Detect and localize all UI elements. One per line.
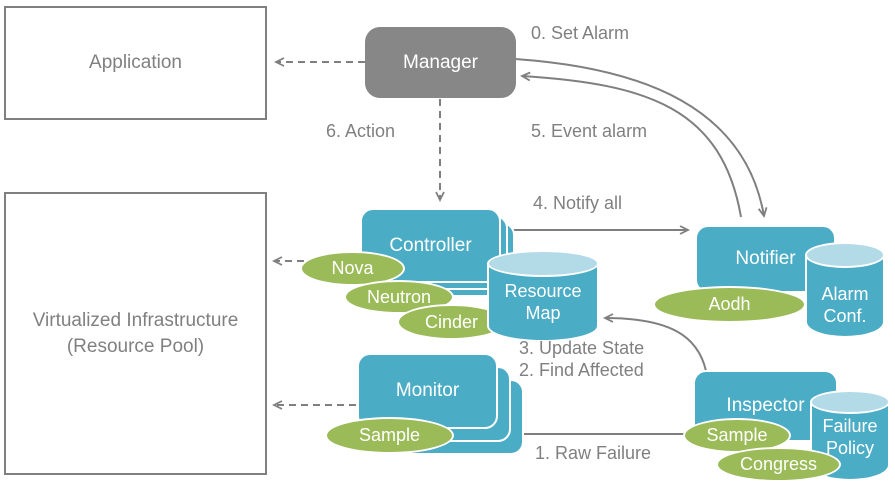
application-label: Application: [89, 52, 182, 73]
alarm-conf-body: [805, 255, 885, 338]
neutron-label: Neutron: [366, 286, 432, 307]
inspector-sample-label: Sample: [706, 425, 768, 445]
inspector-label: Inspector: [726, 395, 805, 416]
resource-map-top: [487, 250, 599, 277]
alarm-conf-label: Alarm Conf.: [821, 284, 869, 326]
failure-policy-cylinder: Failure Policy: [810, 390, 890, 481]
virtualized-infrastructure-box: Virtualized Infrastructure (Resource Poo…: [4, 192, 267, 475]
alarm-conf-cylinder: Alarm Conf.: [805, 242, 885, 338]
step-notify-all: 4. Notify all: [533, 193, 623, 213]
step-action: 6. Action: [326, 121, 396, 141]
arrow-set-alarm: [514, 58, 768, 218]
congress-label: Congress: [739, 454, 818, 474]
virtualized-infrastructure-label-line2: (Resource Pool): [66, 335, 205, 357]
failure-policy-label: Failure Policy: [822, 416, 878, 458]
manager-label: Manager: [403, 51, 478, 73]
cinder-label: Cinder: [424, 311, 479, 332]
resource-map-label: Resource Map: [504, 281, 582, 323]
monitor-sample-label: Sample: [358, 425, 421, 445]
failure-policy-body: [810, 402, 890, 481]
monitor-sample-ellipse: Sample: [325, 417, 454, 454]
manager-node: Manager: [365, 27, 516, 98]
step-raw-failure: 1. Raw Failure: [535, 443, 652, 463]
resource-map-cylinder: Resource Map: [487, 250, 599, 342]
monitor-node: Monitor: [357, 353, 498, 429]
arrow-update-state: [602, 313, 707, 372]
controller-node: Controller: [360, 208, 501, 283]
congress-ellipse: Congress: [716, 447, 841, 482]
notifier-label: Notifier: [735, 248, 796, 269]
step-event-alarm: 5. Event alarm: [531, 121, 648, 141]
neutron-ellipse: Neutron: [344, 280, 454, 314]
virtualized-infrastructure-label-line1: Virtualized Infrastructure: [32, 309, 239, 331]
step-set-alarm: 0. Set Alarm: [531, 23, 630, 43]
application-box: Application: [4, 6, 267, 120]
controller-label: Controller: [389, 234, 472, 256]
failure-policy-top: [810, 390, 890, 414]
aodh-ellipse: Aodh: [653, 286, 806, 323]
monitor-label: Monitor: [395, 380, 460, 401]
step-find-affected: 2. Find Affected: [519, 360, 644, 380]
aodh-label: Aodh: [708, 294, 751, 314]
nova-label: Nova: [331, 258, 374, 278]
step-update-state: 3. Update State: [519, 338, 645, 358]
alarm-conf-top: [805, 242, 885, 268]
arrow-event-alarm: [519, 71, 742, 218]
